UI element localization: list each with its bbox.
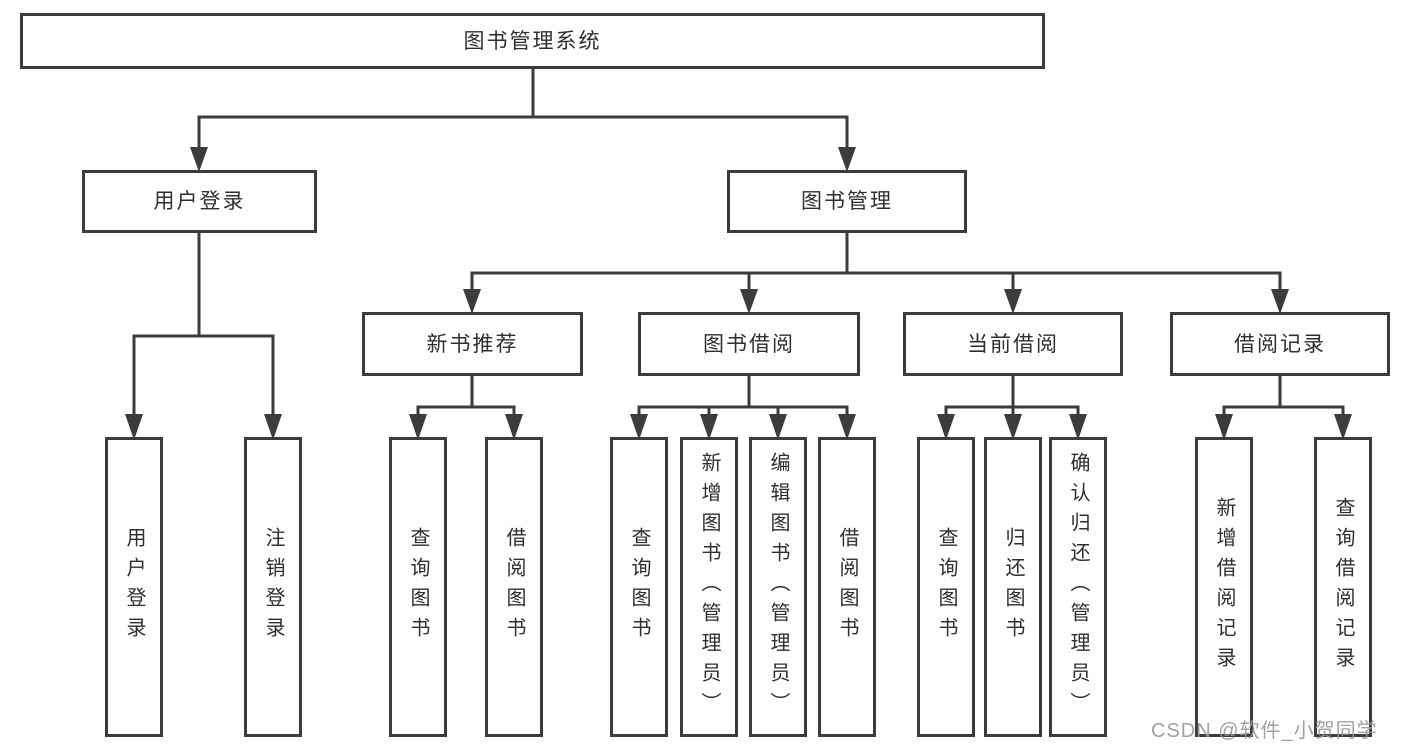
arrowheads xyxy=(125,147,1352,440)
leaf-label: 编辑图书（管理员） xyxy=(767,452,789,722)
node-label: 图书管理系统 xyxy=(463,29,602,53)
leaf-add-borrowing-record: 新增借阅记录 xyxy=(1195,437,1253,737)
node-book-borrowing: 图书借阅 xyxy=(638,312,860,376)
node-library-system: 图书管理系统 xyxy=(20,13,1045,69)
leaf-label: 新增借阅记录 xyxy=(1213,497,1235,677)
leaf-add-books-admin: 新增图书（管理员） xyxy=(680,437,738,737)
node-book-management-branch: 图书管理 xyxy=(727,170,967,233)
leaf-borrow-books: 借阅图书 xyxy=(485,437,543,737)
leaf-query-borrowing-record: 查询借阅记录 xyxy=(1314,437,1372,737)
node-label: 图书管理 xyxy=(801,190,893,213)
leaf-label: 查询借阅记录 xyxy=(1332,497,1354,677)
leaf-label: 借阅图书 xyxy=(503,527,525,647)
leaf-query-books: 查询图书 xyxy=(917,437,975,737)
leaf-return-books: 归还图书 xyxy=(984,437,1042,737)
node-user-login-branch: 用户登录 xyxy=(82,170,317,233)
leaf-label: 确认归还（管理员） xyxy=(1067,452,1089,722)
node-borrowing-records: 借阅记录 xyxy=(1170,312,1390,376)
leaf-label: 查询图书 xyxy=(407,527,429,647)
leaf-confirm-return-admin: 确认归还（管理员） xyxy=(1049,437,1107,737)
node-label: 借阅记录 xyxy=(1234,332,1326,356)
leaf-logout: 注销登录 xyxy=(244,437,302,737)
leaf-user-login: 用户登录 xyxy=(105,437,163,737)
leaf-label: 归还图书 xyxy=(1002,527,1024,647)
watermark: CSDN @软件_小贺同学 xyxy=(1151,720,1378,742)
node-new-book-recommendation: 新书推荐 xyxy=(362,312,583,376)
node-label: 新书推荐 xyxy=(426,332,519,356)
leaf-label: 用户登录 xyxy=(123,527,145,647)
leaf-label: 查询图书 xyxy=(935,527,957,647)
leaf-query-books: 查询图书 xyxy=(610,437,668,737)
leaf-label: 注销登录 xyxy=(262,527,284,647)
leaf-label: 新增图书（管理员） xyxy=(698,452,720,722)
node-current-borrowing: 当前借阅 xyxy=(903,312,1123,376)
leaf-edit-books-admin: 编辑图书（管理员） xyxy=(749,437,807,737)
leaf-label: 查询图书 xyxy=(628,527,650,647)
node-label: 当前借阅 xyxy=(967,332,1059,356)
leaf-label: 借阅图书 xyxy=(836,527,858,647)
leaf-query-books: 查询图书 xyxy=(389,437,447,737)
node-label: 图书借阅 xyxy=(703,332,795,356)
leaf-borrow-books: 借阅图书 xyxy=(818,437,876,737)
node-label: 用户登录 xyxy=(153,190,246,213)
